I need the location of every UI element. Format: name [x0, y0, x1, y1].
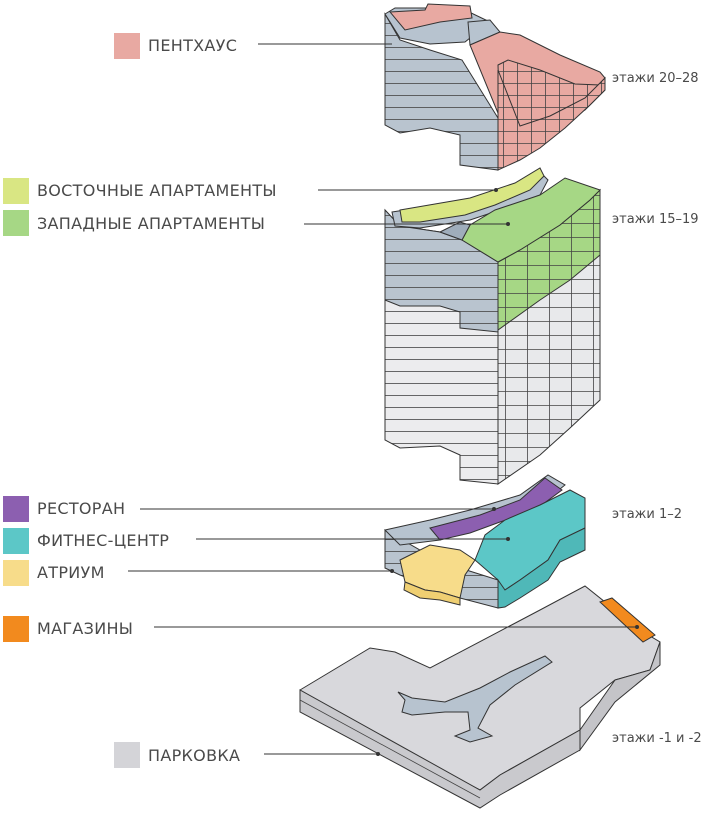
parking-block	[299, 585, 661, 809]
floor-labels: этажи 20–28 этажи 15–19 этажи 1–2 этажи …	[612, 71, 702, 746]
legend-label-penthouse: ПЕНТХАУС	[148, 36, 237, 55]
podium-block	[384, 474, 586, 609]
floor-label-basement: этажи -1 и -2	[612, 731, 702, 746]
floor-label-lower: этажи 1–2	[612, 507, 682, 522]
legend-label-parking: ПАРКОВКА	[148, 746, 240, 765]
apartments-tower	[384, 167, 601, 485]
floor-label-upper: этажи 15–19	[612, 212, 699, 227]
legend-label-west-apartments: ЗАПАДНЫЕ АПАРТАМЕНТЫ	[37, 214, 265, 233]
floor-label-top: этажи 20–28	[612, 71, 699, 86]
penthouse-block	[384, 3, 606, 171]
legend-swatch-shops	[3, 616, 29, 642]
legend: ПЕНТХАУС ВОСТОЧНЫЕ АПАРТАМЕНТЫ ЗАПАДНЫЕ …	[3, 33, 639, 768]
legend-label-shops: МАГАЗИНЫ	[37, 619, 133, 638]
legend-label-restaurant: РЕСТОРАН	[37, 499, 125, 518]
legend-swatch-restaurant	[3, 496, 29, 522]
legend-swatch-atrium	[3, 560, 29, 586]
legend-swatch-parking	[114, 742, 140, 768]
legend-label-fitness: ФИТНЕС-ЦЕНТР	[37, 531, 169, 550]
legend-label-atrium: АТРИУМ	[37, 563, 105, 582]
legend-swatch-fitness	[3, 528, 29, 554]
legend-swatch-penthouse	[114, 33, 140, 59]
legend-label-east-apartments: ВОСТОЧНЫЕ АПАРТАМЕНТЫ	[37, 181, 277, 200]
legend-swatch-west-apartments	[3, 210, 29, 236]
legend-swatch-east-apartments	[3, 178, 29, 204]
